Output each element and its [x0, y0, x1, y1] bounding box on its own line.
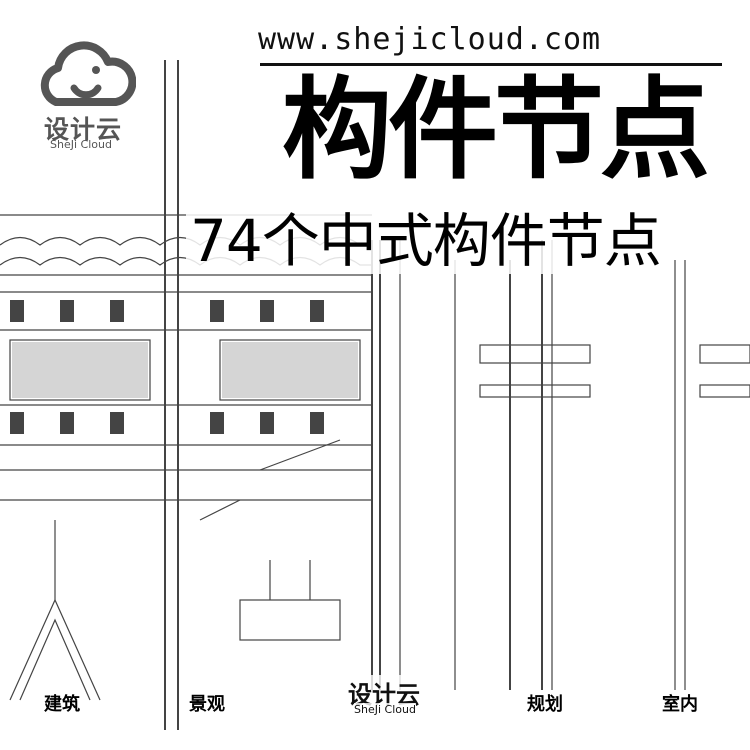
nav-item-landscape[interactable]: 景观 [187, 690, 227, 716]
nav-item-interior[interactable]: 室内 [660, 690, 700, 716]
site-url[interactable]: www.shejicloud.com [258, 22, 602, 57]
main-title: 构件节点 [282, 66, 710, 194]
bottom-brand-name-en: SheJi Cloud [354, 703, 416, 716]
brand-name-cn: 设计云 [44, 115, 123, 144]
brand-name-en: SheJi Cloud [50, 138, 112, 151]
nav-item-architecture[interactable]: 建筑 [42, 690, 82, 716]
nav-item-planning[interactable]: 规划 [525, 690, 565, 716]
subtitle: 74个中式构件节点 [186, 208, 665, 274]
url-underline [260, 63, 722, 66]
cloud-logo-icon [36, 40, 137, 155]
